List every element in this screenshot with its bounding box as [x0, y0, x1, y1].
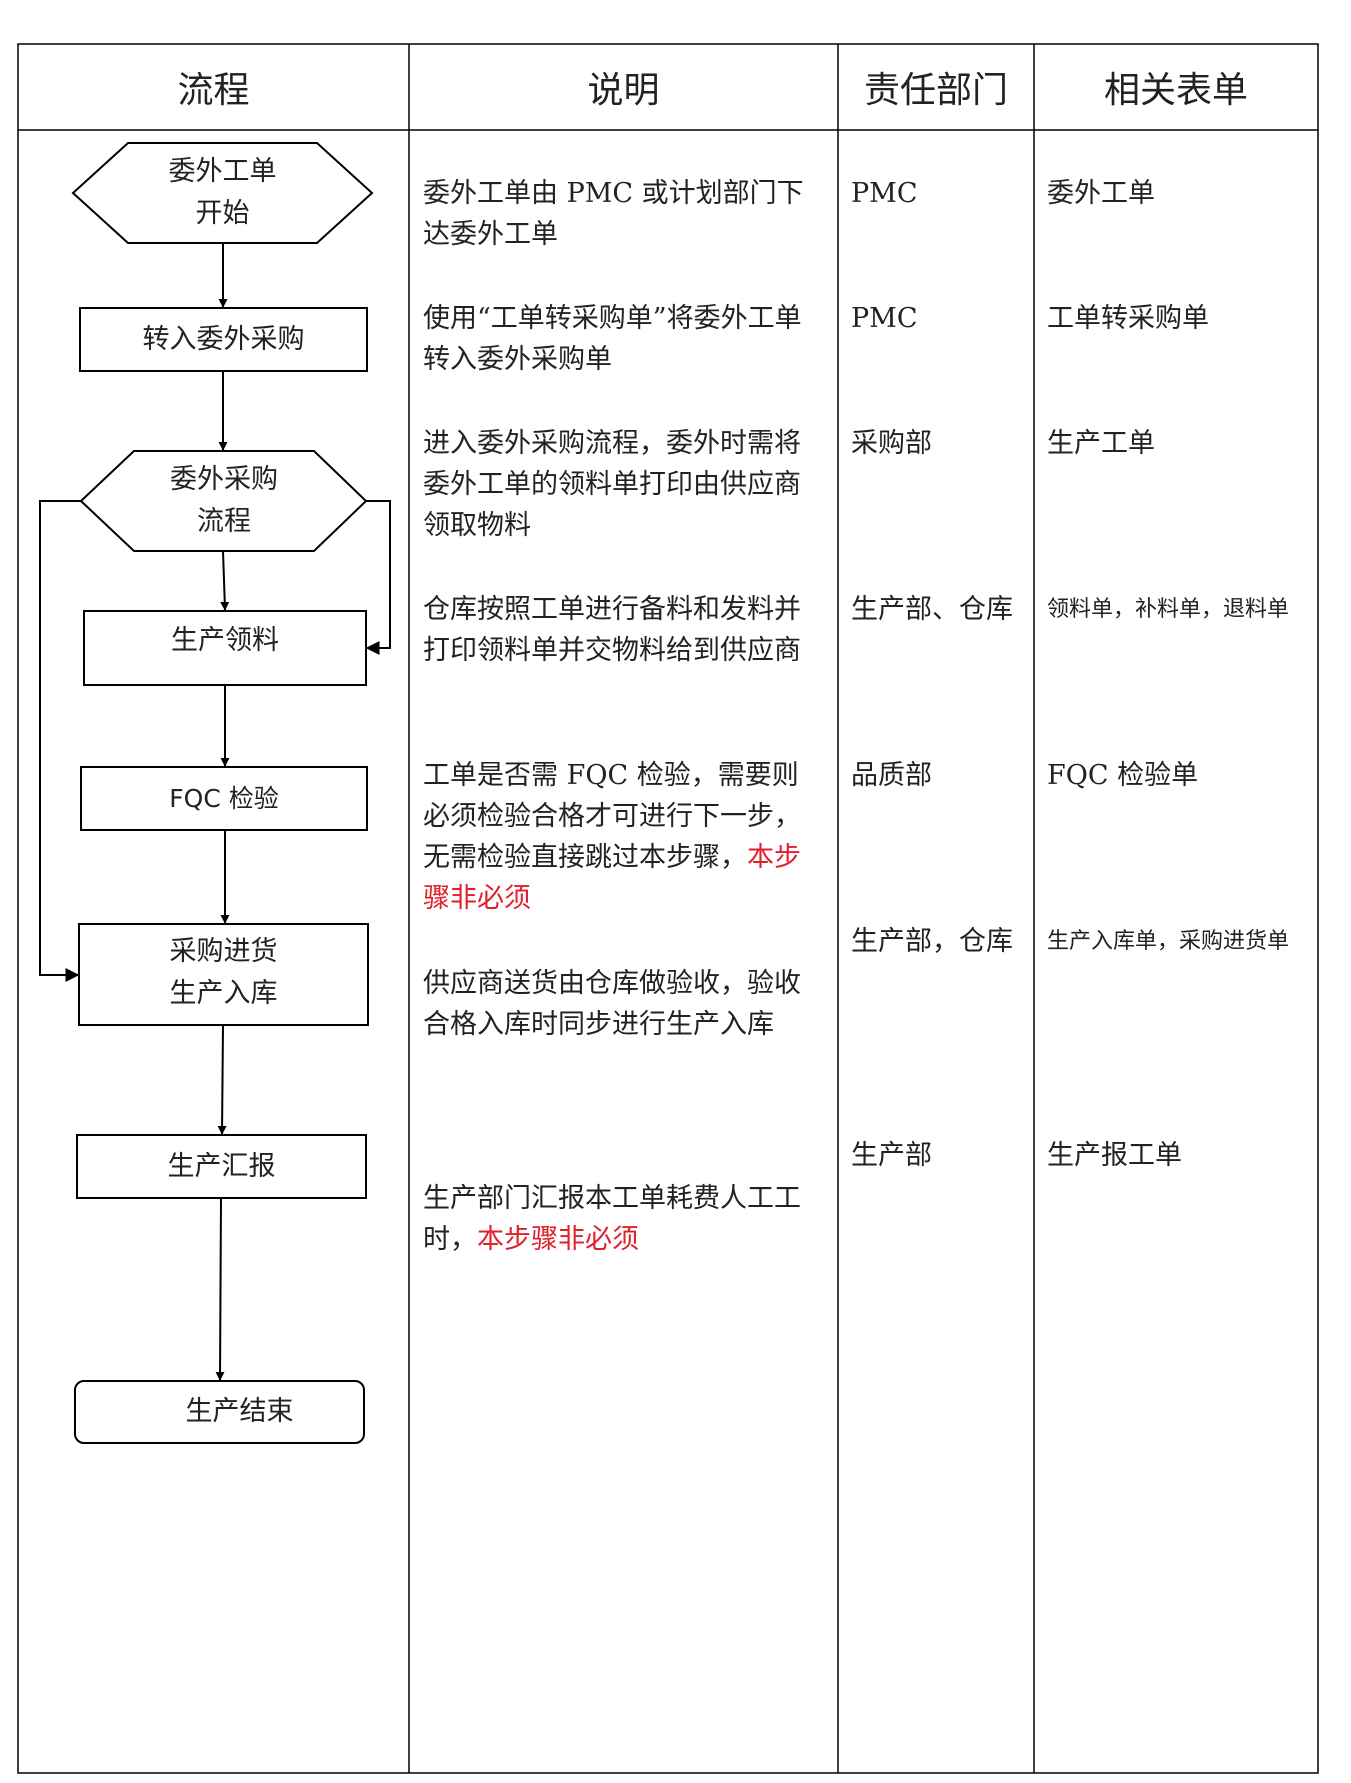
row1-form: 委外工单	[1047, 178, 1155, 209]
row6-description: 供应商送货由仓库做验收，验收合格入库时同步进行生产入库	[423, 968, 801, 1040]
end-terminator	[74, 1380, 365, 1444]
report-box	[76, 1134, 367, 1199]
row7-department: 生产部	[851, 1140, 932, 1171]
row5-optional-note: 本步骤非必须	[423, 842, 801, 914]
node-purchase-flow-line1: 委外采购	[170, 464, 278, 495]
row5-description: 工单是否需 FQC 检验，需要则必须检验合格才可进行下一步，无需检验直接跳过本步…	[423, 755, 825, 919]
row7-optional-note: 本步骤非必须	[477, 1224, 639, 1255]
header-process: 流程	[177, 70, 250, 111]
node-receive-line2: 生产入库	[169, 978, 278, 1009]
row4-description: 仓库按照工单进行备料和发料并打印领料单并交物料给到供应商	[423, 594, 801, 666]
row3-description: 进入委外采购流程，委外时需将委外工单的领料单打印由供应商领取物料	[423, 428, 801, 541]
row1-department: PMC	[851, 178, 918, 209]
row5-department: 品质部	[851, 760, 932, 791]
table-border	[17, 43, 1319, 1774]
node-fqc: FQC 检验	[169, 783, 279, 813]
row5-form: FQC 检验单	[1047, 760, 1199, 791]
row5-description-text: 工单是否需 FQC 检验，需要则必须检验合格才可进行下一步，无需检验直接跳过本步…	[423, 760, 801, 873]
row7-description-text: 生产部门汇报本工单耗费人工工时，	[423, 1183, 801, 1255]
table-grid	[17, 43, 1319, 1774]
row2-department: PMC	[851, 303, 918, 334]
header-description: 说明	[587, 70, 660, 111]
node-transfer: 转入委外采购	[142, 323, 305, 355]
arrow-purchase-to-pick	[220, 550, 230, 611]
row3-form: 生产工单	[1047, 428, 1155, 459]
row3-department: 采购部	[851, 428, 932, 459]
node-receive-line1: 采购进货	[169, 936, 278, 967]
node-receive: 采购进货 生产入库	[79, 931, 368, 1015]
row4-department: 生产部、仓库	[851, 594, 1013, 625]
node-end: 生产结束	[185, 1396, 294, 1427]
arrow-bypass-right-to-pick	[365, 500, 391, 655]
node-purchase-flow: 委外采购 流程	[134, 459, 314, 543]
flow-connectors	[39, 243, 391, 1381]
row2-description: 使用“工单转采购单”将委外工单转入委外采购单	[423, 303, 802, 375]
node-start-line1: 委外工单	[168, 156, 277, 187]
node-material-pick: 生产领料	[171, 625, 279, 656]
node-start: 委外工单 开始	[128, 151, 317, 235]
row2-form: 工单转采购单	[1047, 303, 1209, 334]
row7-form: 生产报工单	[1047, 1140, 1182, 1171]
node-report: 生产汇报	[167, 1150, 276, 1182]
header-department: 责任部门	[863, 70, 1008, 111]
row1-description: 委外工单由 PMC 或计划部门下达委外工单	[423, 178, 804, 250]
node-purchase-flow-line2: 流程	[197, 506, 251, 537]
row6-form: 生产入库单，采购进货单	[1047, 929, 1290, 954]
row4-form: 领料单，补料单，退料单	[1047, 597, 1290, 622]
row6-department: 生产部，仓库	[851, 926, 1013, 957]
header-forms: 相关表单	[1103, 70, 1248, 111]
arrow-bypass-left-to-receive	[39, 500, 81, 982]
node-start-line2: 开始	[195, 198, 250, 229]
row7-description: 生产部门汇报本工单耗费人工工时，本步骤非必须	[423, 1178, 825, 1260]
start-hexagon	[71, 142, 374, 244]
arrow-report-to-end	[215, 1197, 225, 1381]
arrow-receive-to-report	[217, 1024, 227, 1135]
